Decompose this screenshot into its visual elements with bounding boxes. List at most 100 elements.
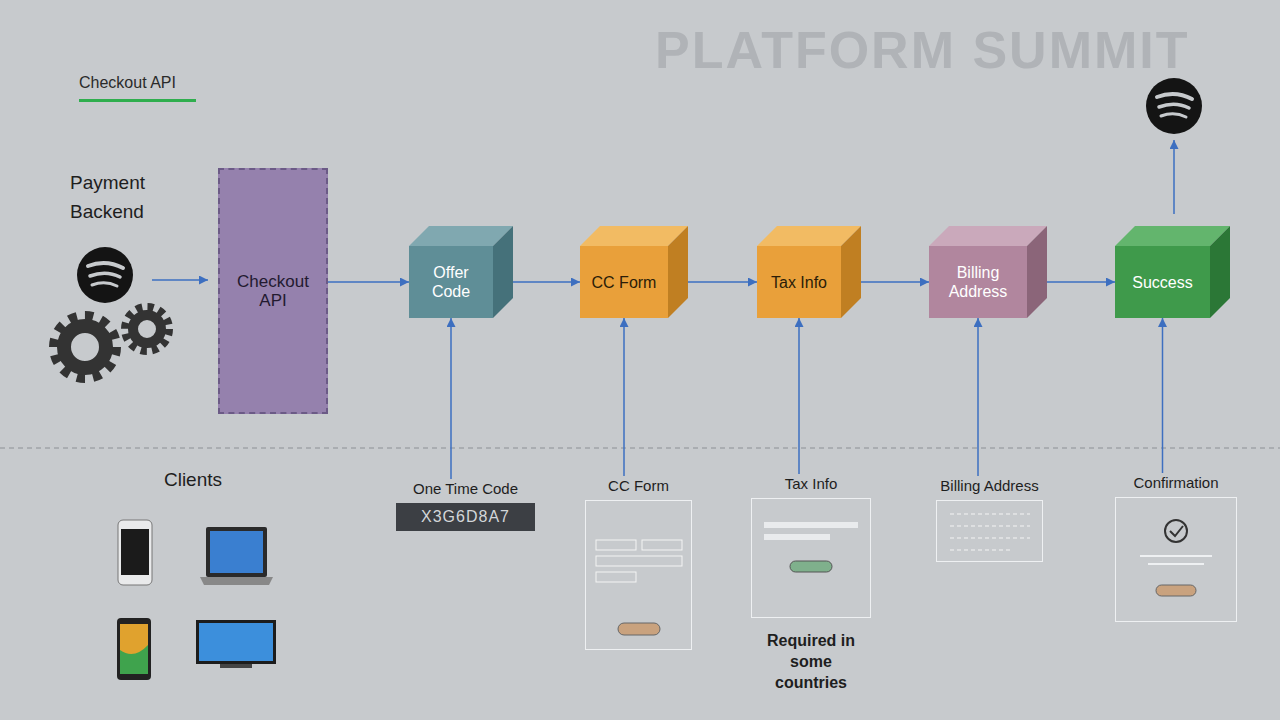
- flow-arrow: [152, 279, 208, 281]
- form-button: [618, 623, 660, 635]
- node-text: Offer Code: [415, 263, 487, 301]
- gear-icon: [125, 307, 169, 351]
- phone-screen: [121, 529, 149, 575]
- screen-frame: [751, 498, 871, 618]
- process-cube: Offer Code: [409, 246, 493, 318]
- screen-heading: Billing Address: [936, 476, 1043, 496]
- spotify-logo: [1146, 78, 1202, 134]
- phone-icon: [118, 520, 152, 585]
- cube-faces: [1115, 226, 1230, 318]
- tablet-body: [117, 618, 151, 680]
- logo-disc: [77, 247, 133, 303]
- text-line: [950, 526, 1030, 527]
- slide-label: PLATFORM SUMMIT: [655, 20, 1190, 80]
- spotify-logo: [77, 247, 133, 303]
- logo-arc: [1157, 94, 1192, 99]
- title-underline: [79, 99, 196, 102]
- text-holder: Billing Address: [929, 246, 1027, 318]
- form-field: [642, 540, 682, 550]
- tv-icon: [196, 620, 276, 668]
- flow-arrow: [977, 318, 979, 476]
- process-cube: CC Form: [580, 246, 668, 318]
- form-field: [596, 540, 636, 550]
- text-holder: CC Form: [580, 246, 668, 318]
- tv-screen: [199, 623, 273, 661]
- screen-heading: One Time Code: [396, 479, 535, 499]
- screen-frame: [1115, 497, 1237, 622]
- form-field: [596, 572, 636, 582]
- client-screen: Billing Address: [936, 476, 1043, 562]
- cube-side-face: [493, 226, 513, 318]
- slide-label: Clients: [164, 469, 222, 491]
- screen-frame: [936, 500, 1043, 562]
- client-screen: Confirmation: [1115, 473, 1237, 622]
- billing-form-mockup: [950, 514, 1030, 550]
- slide-label: Payment Backend: [70, 168, 170, 226]
- text-holder: Success: [1115, 246, 1210, 318]
- cube-side-face: [668, 226, 688, 318]
- screen-heading: CC Form: [585, 476, 692, 496]
- flow-arrow: [798, 318, 800, 474]
- divider-line: [0, 448, 1280, 449]
- cube-side-face: [1027, 226, 1047, 318]
- text-holder: Checkout API: [220, 170, 326, 412]
- cube-top-face: [929, 226, 1047, 246]
- text-line: [950, 514, 1030, 515]
- slide-title: Checkout API: [79, 74, 176, 92]
- cube-side-face: [841, 226, 861, 318]
- logo-disc: [1146, 78, 1202, 134]
- confirmation-mockup: [1140, 520, 1212, 596]
- cc-form-mockup: [596, 540, 682, 635]
- api-box: Checkout API: [218, 168, 328, 414]
- gear-teeth: [125, 307, 169, 351]
- code-box: X3G6D8A7: [396, 503, 535, 531]
- cube-faces: [757, 226, 861, 318]
- flow-arrow: [623, 318, 625, 476]
- form-button: [790, 561, 832, 572]
- text-holder: Tax Info: [757, 246, 841, 318]
- gear-icon: [54, 316, 116, 378]
- check-mark: [1170, 526, 1183, 536]
- flow-arrow: [1162, 318, 1164, 473]
- slide-label: Required in some countries: [759, 630, 863, 693]
- laptop-icon: [200, 527, 273, 585]
- text-line: [1148, 563, 1204, 565]
- logo-arc: [90, 273, 120, 277]
- process-cube: Billing Address: [929, 246, 1027, 318]
- screen-frame: [585, 500, 692, 650]
- tv-frame: [196, 620, 276, 664]
- flow-arrow: [328, 281, 409, 283]
- code-screen: One Time CodeX3G6D8A7: [396, 479, 535, 531]
- tablet-screen: [120, 624, 148, 674]
- text-bar: [764, 522, 858, 528]
- node-text: Tax Info: [771, 273, 827, 292]
- cube-side-face: [1210, 226, 1230, 318]
- process-cube: Success: [1115, 246, 1210, 318]
- tablet-icon: [117, 618, 151, 680]
- logo-arc: [1161, 114, 1186, 117]
- node-text: Billing Address: [935, 263, 1021, 301]
- form-button: [1156, 585, 1196, 596]
- text-line: [950, 538, 1030, 539]
- node-text: Checkout API: [226, 272, 320, 310]
- screen-heading: Confirmation: [1115, 473, 1237, 493]
- cube-faces: [580, 226, 688, 318]
- logo-arc: [88, 263, 123, 268]
- tablet-wallpaper: [120, 624, 148, 654]
- node-text: Success: [1132, 273, 1192, 292]
- laptop-base: [200, 577, 273, 585]
- text-holder: Offer Code: [409, 246, 493, 318]
- laptop-screen: [210, 531, 263, 573]
- phone-body: [118, 520, 152, 585]
- logo-arc: [92, 283, 117, 286]
- text-line: [1140, 555, 1212, 557]
- flow-arrow: [1173, 140, 1175, 214]
- gear-body: [133, 315, 161, 343]
- flow-arrow: [450, 318, 452, 479]
- tv-stand: [220, 664, 252, 668]
- check-circle: [1165, 520, 1187, 542]
- tax-form-mockup: [764, 522, 858, 572]
